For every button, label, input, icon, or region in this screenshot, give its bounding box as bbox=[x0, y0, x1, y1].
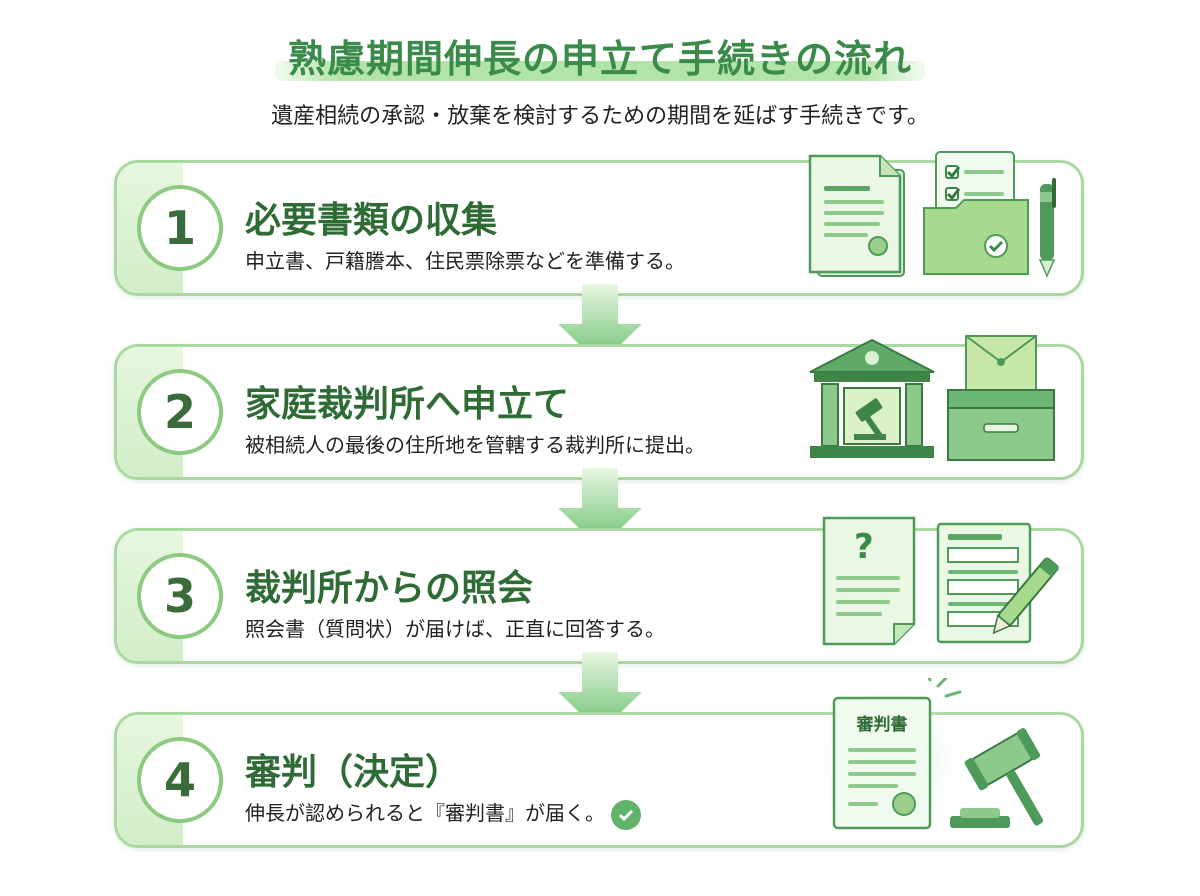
step-number: 1 bbox=[137, 185, 223, 271]
certificate-gavel-icon: 審判書 bbox=[806, 678, 1044, 834]
step-number: 2 bbox=[137, 369, 223, 455]
step-description: 照会書（質問状）が届けば、正直に回答する。 bbox=[245, 617, 665, 641]
step-title: 審判（決定） bbox=[245, 752, 462, 793]
step-description-text: 伸長が認められると『審判書』が届く。 bbox=[245, 801, 605, 825]
documents-icon bbox=[808, 151, 1056, 278]
title-area: 熟慮期間伸長の申立て手続きの流れ bbox=[0, 28, 1200, 83]
question-mark: ? bbox=[854, 527, 874, 567]
step-number: 4 bbox=[137, 737, 223, 823]
check-circle-icon bbox=[611, 799, 641, 830]
page-title-text: 熟慮期間伸長の申立て手続きの流れ bbox=[287, 37, 912, 81]
step-title: 裁判所からの照会 bbox=[245, 568, 534, 609]
certificate-label: 審判書 bbox=[856, 714, 908, 735]
step-description: 申立書、戸籍謄本、住民票除票などを準備する。 bbox=[245, 249, 685, 273]
step-1-card: 1 必要書類の収集 申立書、戸籍謄本、住民票除票などを準備する。 bbox=[114, 160, 1084, 296]
inquiry-form-icon: ? bbox=[822, 516, 1059, 646]
step-number: 3 bbox=[137, 553, 223, 639]
page-title: 熟慮期間伸長の申立て手続きの流れ bbox=[273, 28, 926, 83]
step-3-card: 3 裁判所からの照会 照会書（質問状）が届けば、正直に回答する。 bbox=[114, 528, 1084, 664]
step-description: 被相続人の最後の住所地を管轄する裁判所に提出。 bbox=[245, 433, 705, 457]
step-title: 家庭裁判所へ申立て bbox=[245, 384, 570, 425]
courthouse-icon bbox=[809, 335, 1055, 461]
page-subtitle: 遺産相続の承認・放棄を検討するための期間を延ばす手続きです。 bbox=[271, 104, 929, 129]
step-description: 伸長が認められると『審判書』が届く。 bbox=[245, 797, 641, 830]
step-title: 必要書類の収集 bbox=[245, 200, 498, 241]
